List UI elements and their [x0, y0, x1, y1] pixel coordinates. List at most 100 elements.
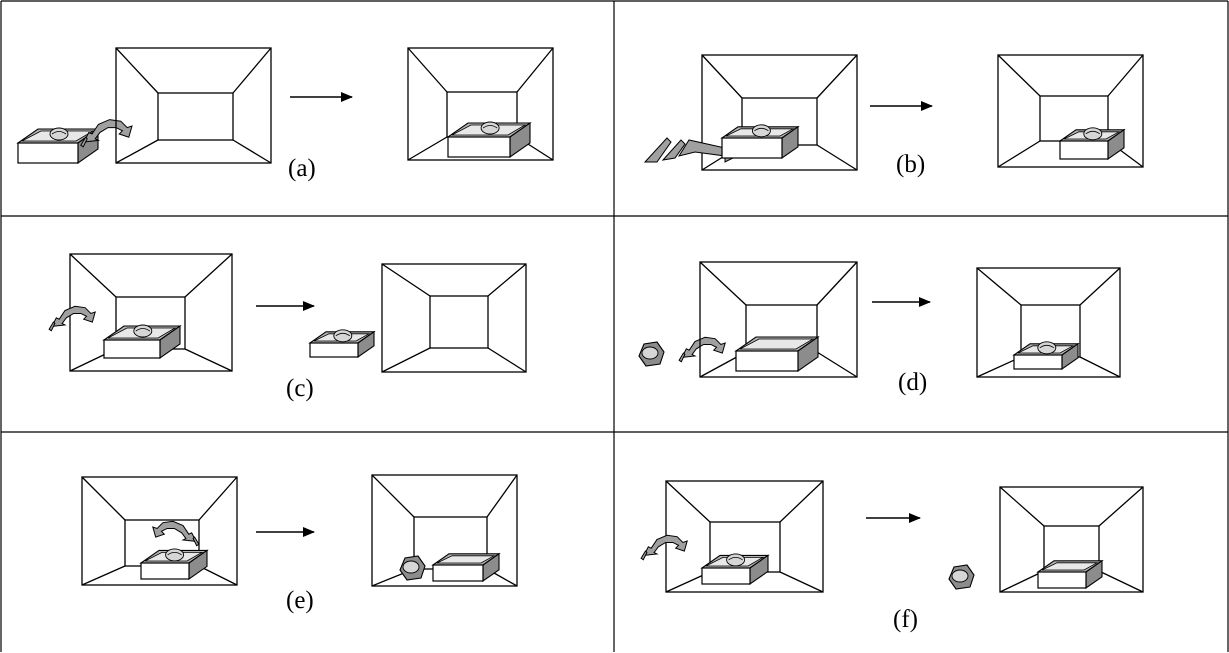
box-inside-room — [700, 553, 770, 586]
room-outer-wall — [381, 263, 527, 373]
box-outside-room — [16, 127, 100, 165]
panel-e: (e) — [81, 474, 518, 614]
panel-a: (a) — [16, 47, 554, 182]
egg-highlight — [1039, 344, 1055, 349]
room-corner-edge — [699, 261, 747, 306]
box-front-face — [447, 136, 511, 158]
egg-highlight — [754, 127, 769, 132]
motion-streak — [80, 136, 88, 148]
egg-core — [951, 569, 969, 583]
room-corner-edge — [997, 54, 1041, 97]
room-outer-wall — [701, 54, 858, 171]
motion-streak — [192, 536, 200, 547]
box-front-face — [432, 564, 484, 582]
room-corner-edge — [69, 253, 117, 298]
egg-icon — [480, 121, 500, 135]
room-back-wall — [157, 92, 234, 141]
room-corner-edge — [1079, 356, 1121, 378]
room-corner-edge — [184, 348, 233, 372]
empty-box-inside-room — [734, 335, 820, 373]
curved-motion-arrow — [152, 520, 197, 542]
room-corner-edge — [665, 480, 711, 523]
room-corner-edge — [184, 253, 233, 298]
room-corner-edge — [816, 261, 858, 306]
egg-highlight — [482, 125, 498, 129]
box-inside-room — [139, 548, 209, 581]
room-outer-wall — [407, 47, 554, 161]
box-outside-room — [308, 329, 376, 359]
room-outer-wall — [81, 476, 238, 586]
box-inside-room — [102, 324, 182, 360]
room-corner-edge — [1098, 486, 1144, 527]
room-after — [381, 263, 527, 373]
room-corner-edge — [997, 140, 1041, 168]
room-corner-edge — [407, 47, 448, 93]
egg-icon — [1037, 341, 1057, 355]
room-corner-edge — [381, 263, 431, 297]
motion-streak — [640, 550, 648, 561]
box-front-face — [140, 562, 190, 580]
motion-streak — [678, 352, 686, 363]
box-opening — [739, 338, 815, 350]
curved-motion-arrow — [681, 336, 726, 358]
egg-highlight — [167, 552, 182, 556]
loose-egg — [399, 555, 426, 581]
room-corner-edge — [999, 570, 1045, 593]
curved-motion-arrow — [643, 534, 688, 556]
room-corner-edge — [232, 47, 272, 94]
room-corner-edge — [81, 565, 126, 586]
egg-highlight — [728, 557, 743, 561]
room-outer-wall — [371, 474, 518, 587]
egg-highlight — [335, 332, 351, 337]
box-front-face — [1013, 354, 1063, 370]
egg-icon — [1083, 127, 1103, 141]
egg-highlight — [1085, 130, 1101, 135]
room-corner-edge — [816, 351, 858, 378]
egg-core — [641, 346, 659, 360]
room-corner-edge — [487, 263, 527, 297]
room-back-wall — [429, 295, 489, 349]
motion-streak — [643, 137, 672, 163]
room-after — [999, 486, 1144, 593]
curved-motion-arrow — [51, 305, 96, 327]
panel-label: (a) — [288, 155, 316, 182]
room-after — [997, 54, 1144, 168]
room-corner-edge — [976, 267, 1022, 306]
panel-label: (b) — [896, 151, 925, 178]
room-outer-wall — [699, 261, 858, 378]
box-front-face — [1037, 571, 1087, 589]
panel-d: (d) — [638, 261, 1121, 396]
motion-streak — [661, 139, 686, 161]
box-front-face — [309, 342, 359, 358]
egg-core — [402, 560, 420, 574]
box-front-face — [735, 350, 799, 372]
empty-box-inside-room — [1036, 559, 1104, 590]
room-before — [81, 476, 238, 586]
egg-icon — [751, 124, 771, 138]
panel-label: (e) — [286, 587, 314, 614]
panel-label: (d) — [898, 369, 927, 396]
room-corner-edge — [81, 476, 126, 521]
curved-motion-arrow — [83, 119, 133, 143]
room-corner-edge — [779, 480, 824, 523]
room-before — [115, 47, 272, 164]
room-corner-edge — [371, 474, 415, 518]
box-inside-room — [446, 121, 532, 159]
loose-egg — [948, 564, 975, 590]
egg-icon — [49, 127, 69, 141]
room-corner-edge — [516, 47, 554, 93]
room-corner-edge — [816, 144, 858, 171]
room-corner-edge — [381, 347, 431, 373]
room-corner-edge — [487, 347, 527, 373]
room-corner-edge — [1098, 570, 1144, 593]
panel-f: (f) — [640, 480, 1144, 633]
room-corner-edge — [486, 474, 518, 518]
room-outer-wall — [115, 47, 272, 164]
room-corner-edge — [232, 139, 272, 164]
egg-highlight — [135, 328, 151, 332]
room-corner-edge — [1107, 54, 1144, 97]
box-front-face — [1059, 140, 1109, 160]
box-inside-room — [1058, 127, 1126, 161]
